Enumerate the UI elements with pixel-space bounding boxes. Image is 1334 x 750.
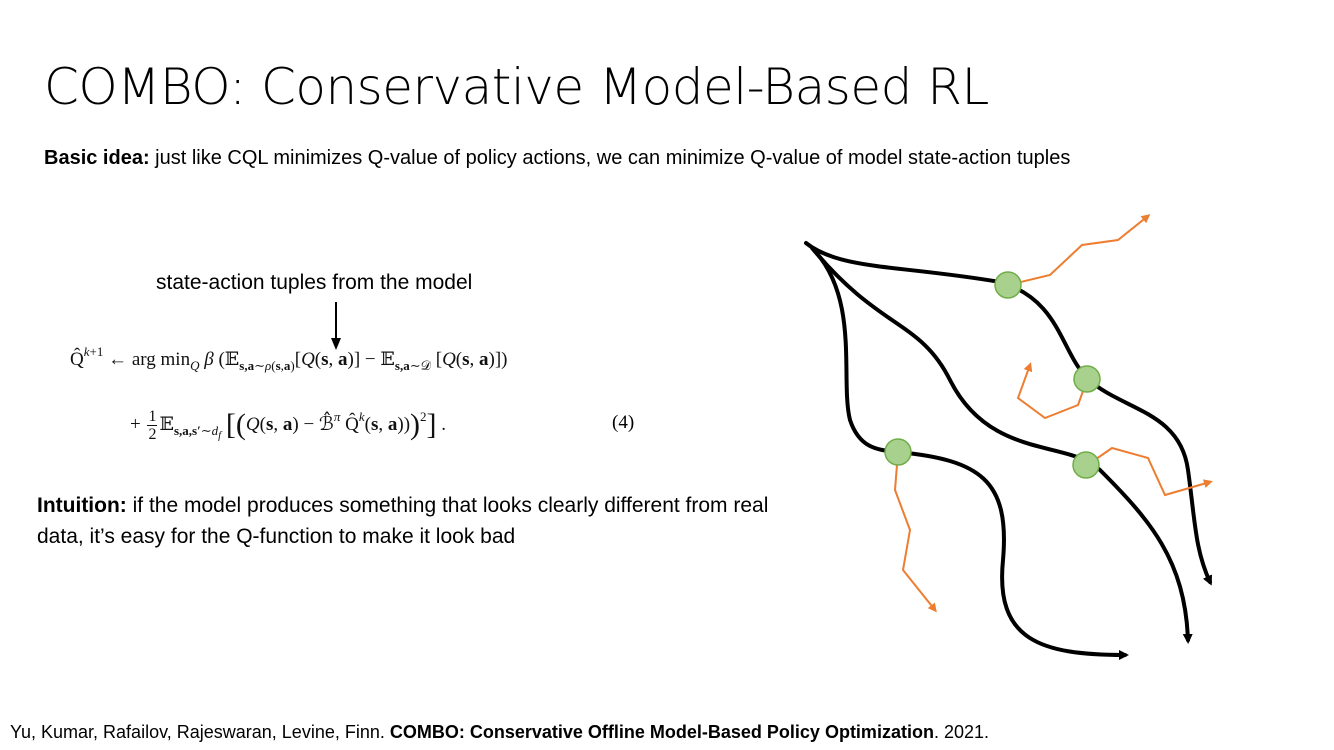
model-rollout-diagram <box>804 214 1213 660</box>
branch-point-4 <box>1072 451 1100 479</box>
citation-year: . 2021. <box>933 722 989 742</box>
intuition-text: if the model produces something that loo… <box>37 494 769 548</box>
intuition: Intuition: if the model produces somethi… <box>37 490 777 552</box>
citation: Yu, Kumar, Rafailov, Rajeswaran, Levine,… <box>10 722 989 743</box>
equation-number: (4) <box>612 412 635 433</box>
intuition-label: Intuition: <box>37 494 127 517</box>
branch-point-1 <box>994 271 1022 299</box>
basic-idea-text: just like CQL minimizes Q-value of polic… <box>149 147 1071 169</box>
slide-title: COMBO: Conservative Model-Based RL <box>44 58 989 116</box>
branch-point-3 <box>884 438 912 466</box>
citation-authors: Yu, Kumar, Rafailov, Rajeswaran, Levine,… <box>10 722 390 742</box>
trajectory-3 <box>812 248 1129 660</box>
trajectory-2 <box>810 246 1193 644</box>
equation-line-1: Q̂k+1 ← arg minQ β (𝔼s,a∼ρ(s,a)[Q(s, a)]… <box>70 344 508 373</box>
basic-idea: Basic idea: just like CQL minimizes Q-va… <box>44 147 1070 170</box>
basic-idea-label: Basic idea: <box>44 147 150 169</box>
annotation-arrow <box>331 302 341 350</box>
branch-point-2 <box>1073 365 1101 393</box>
rollout-1 <box>1007 214 1151 286</box>
citation-paper: COMBO: Conservative Offline Model-Based … <box>389 722 934 742</box>
rollout-4 <box>893 451 937 613</box>
model-tuples-annotation: state-action tuples from the model <box>156 271 473 294</box>
rollout-3 <box>1085 446 1213 497</box>
rollout-2 <box>1016 362 1088 420</box>
combo-objective-equation: Q̂k+1 ← arg minQ β (𝔼s,a∼ρ(s,a)[Q(s, a)]… <box>70 300 670 470</box>
